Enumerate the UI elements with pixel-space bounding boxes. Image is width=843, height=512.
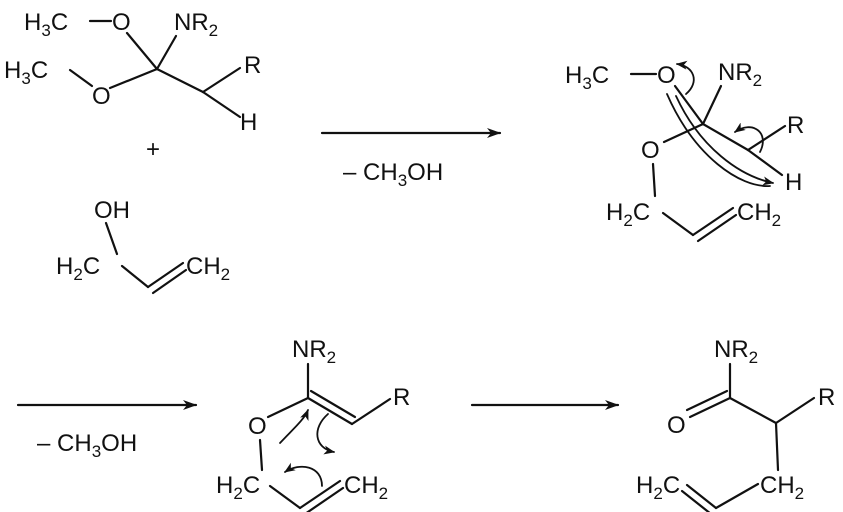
- bond: [774, 396, 816, 425]
- electron-flow-arrow: [666, 93, 771, 187]
- bond: [155, 67, 205, 94]
- double-bond: [151, 268, 188, 295]
- r-group-label: R: [393, 384, 410, 411]
- oxygen-label: O: [248, 413, 267, 440]
- bond: [661, 211, 695, 237]
- oxygen-label: O: [92, 83, 111, 110]
- double-bond: [305, 486, 345, 512]
- amide-acetal: H3C O NR2 H3C O R H: [4, 9, 261, 136]
- double-bond: [306, 396, 354, 426]
- double-bond: [691, 206, 735, 237]
- electron-flow-arrow: [284, 462, 323, 487]
- methanol-elimination-label: – CH3OH: [37, 430, 137, 461]
- methanol-elimination-label: – CH3OH: [343, 159, 443, 190]
- hydroxyl-label: OH: [94, 197, 130, 224]
- oxygen-label: O: [667, 412, 686, 439]
- bond: [662, 122, 705, 144]
- bond: [701, 84, 723, 126]
- bond: [701, 122, 750, 152]
- double-bond: [309, 389, 357, 419]
- methylene-label: H2C: [216, 472, 260, 503]
- bond: [258, 438, 264, 472]
- bond: [774, 421, 780, 472]
- amine-label: NR2: [714, 336, 758, 367]
- r-group-label: R: [244, 52, 261, 79]
- methylene-label: CH2: [737, 199, 781, 230]
- methylene-label: CH2: [344, 472, 388, 503]
- amine-label: NR2: [292, 336, 336, 367]
- bond: [268, 484, 302, 510]
- methylene-label: CH2: [186, 253, 230, 284]
- methylene-label: H2C: [606, 199, 650, 230]
- electron-flow-arrow: [675, 95, 774, 186]
- r-group-label: R: [787, 112, 804, 139]
- double-bond: [685, 483, 718, 510]
- r-group-label: R: [818, 384, 835, 411]
- bond: [714, 482, 760, 510]
- hydrogen-label: H: [785, 169, 802, 196]
- oxygen-label: O: [657, 62, 676, 89]
- bond: [201, 66, 242, 94]
- bond: [651, 162, 657, 198]
- methylene-label: CH2: [760, 472, 804, 503]
- electron-flow-arrow: [279, 409, 309, 444]
- oxygen-label: O: [641, 137, 660, 164]
- electron-flow-arrow: [734, 122, 764, 153]
- bond: [125, 31, 159, 71]
- double-bond: [680, 489, 711, 512]
- bond: [120, 264, 150, 289]
- reaction-arrow-2: – CH3OH: [16, 400, 198, 461]
- hydrogen-label: H: [240, 109, 257, 136]
- allyl-alcohol: OH H2C CH2: [56, 197, 230, 295]
- amine-label: NR2: [718, 59, 762, 90]
- bond: [104, 221, 119, 256]
- electron-flow-arrow: [676, 60, 695, 95]
- double-bond: [146, 261, 185, 289]
- methyl-label: H3C: [24, 9, 68, 40]
- reaction-arrow-1: – CH3OH: [320, 128, 502, 190]
- double-bond: [688, 396, 732, 419]
- plus-sign: +: [146, 136, 160, 163]
- bond: [728, 396, 778, 425]
- double-bond: [298, 479, 342, 510]
- intermediate-2: NR2 R O H2C CH2: [216, 336, 410, 512]
- double-bond: [685, 389, 729, 412]
- double-bond: [696, 213, 738, 243]
- methylene-label: H2C: [56, 253, 100, 284]
- methyl-label: H3C: [4, 57, 48, 88]
- product-amide: NR2 R O H2C CH2: [636, 336, 835, 512]
- bond: [350, 397, 392, 426]
- bond: [108, 67, 159, 90]
- bond: [746, 124, 787, 152]
- bond: [201, 90, 242, 119]
- bond: [266, 396, 310, 419]
- methyl-label: H3C: [565, 62, 609, 93]
- methylene-label: H2C: [636, 472, 680, 503]
- oxygen-label: O: [112, 9, 131, 36]
- bond: [155, 34, 178, 71]
- bond: [68, 68, 94, 88]
- bond: [746, 148, 784, 177]
- electron-flow-arrow: [316, 413, 335, 455]
- intermediate-1: H3C O NR2 R H O H2C CH2: [565, 59, 804, 243]
- amine-label: NR2: [174, 9, 218, 40]
- bond: [673, 84, 705, 126]
